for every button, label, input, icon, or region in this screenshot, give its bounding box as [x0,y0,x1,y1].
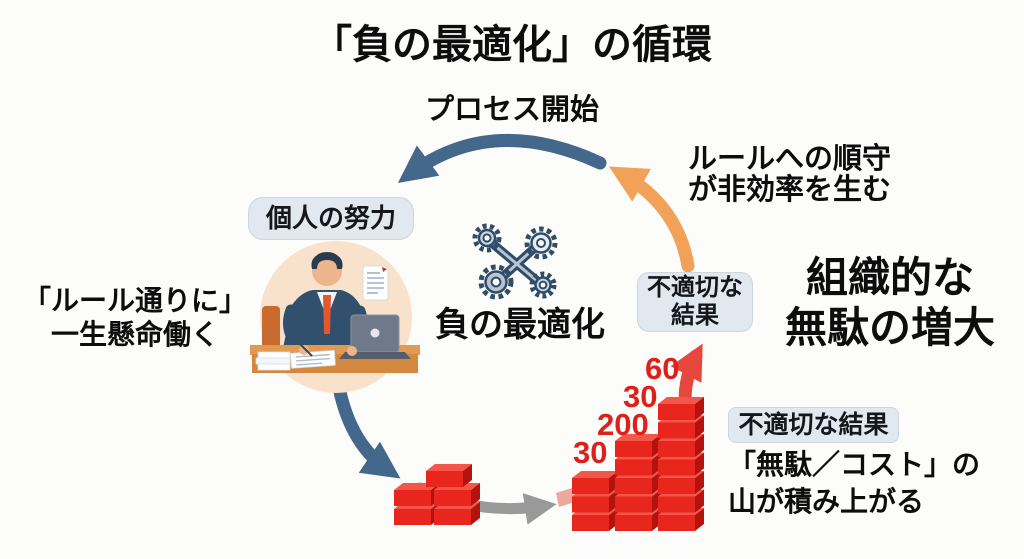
person-working-illustration [250,241,420,393]
cycle-arrow-top-blue-icon [397,134,607,183]
small-block-pile [394,464,480,525]
inappropriate-result-center-badge: 不適切な 結果 [637,272,753,332]
block-value-label-4: 60 [645,351,680,386]
block-value-label-3: 30 [623,379,658,414]
personal-effort-badge: 個人の努力 [248,197,414,240]
document-icon [362,265,389,301]
block-column-3 [658,397,704,531]
block-column-1 [572,471,618,531]
crossed-gears-icon [472,223,558,300]
negative-optimization-label: 負の最適化 [435,306,605,344]
inappropriate-result-bottom-badge: 不適切な結果 [728,407,899,443]
waste-piles-up-label: 「無駄／コスト」の 山が積み上がる [728,449,981,518]
block-value-label-1: 30 [573,435,608,470]
block-value-label-2: 200 [597,407,649,442]
stage-work-by-rules-label: 「ルール通りに」 一生懸命働く [22,285,247,350]
cycle-arrow-right-orange-icon [608,166,695,273]
stage-rule-compliance-label: ルールへの順守 が非効率を生む [688,143,892,207]
organizational-waste-label: 組織的な 無駄の増大 [784,254,995,351]
laptop-icon [339,314,411,359]
stage-process-start-label: プロセス開始 [424,94,599,126]
page-title: 「負の最適化」の循環 [312,23,712,67]
block-column-2 [615,434,661,531]
